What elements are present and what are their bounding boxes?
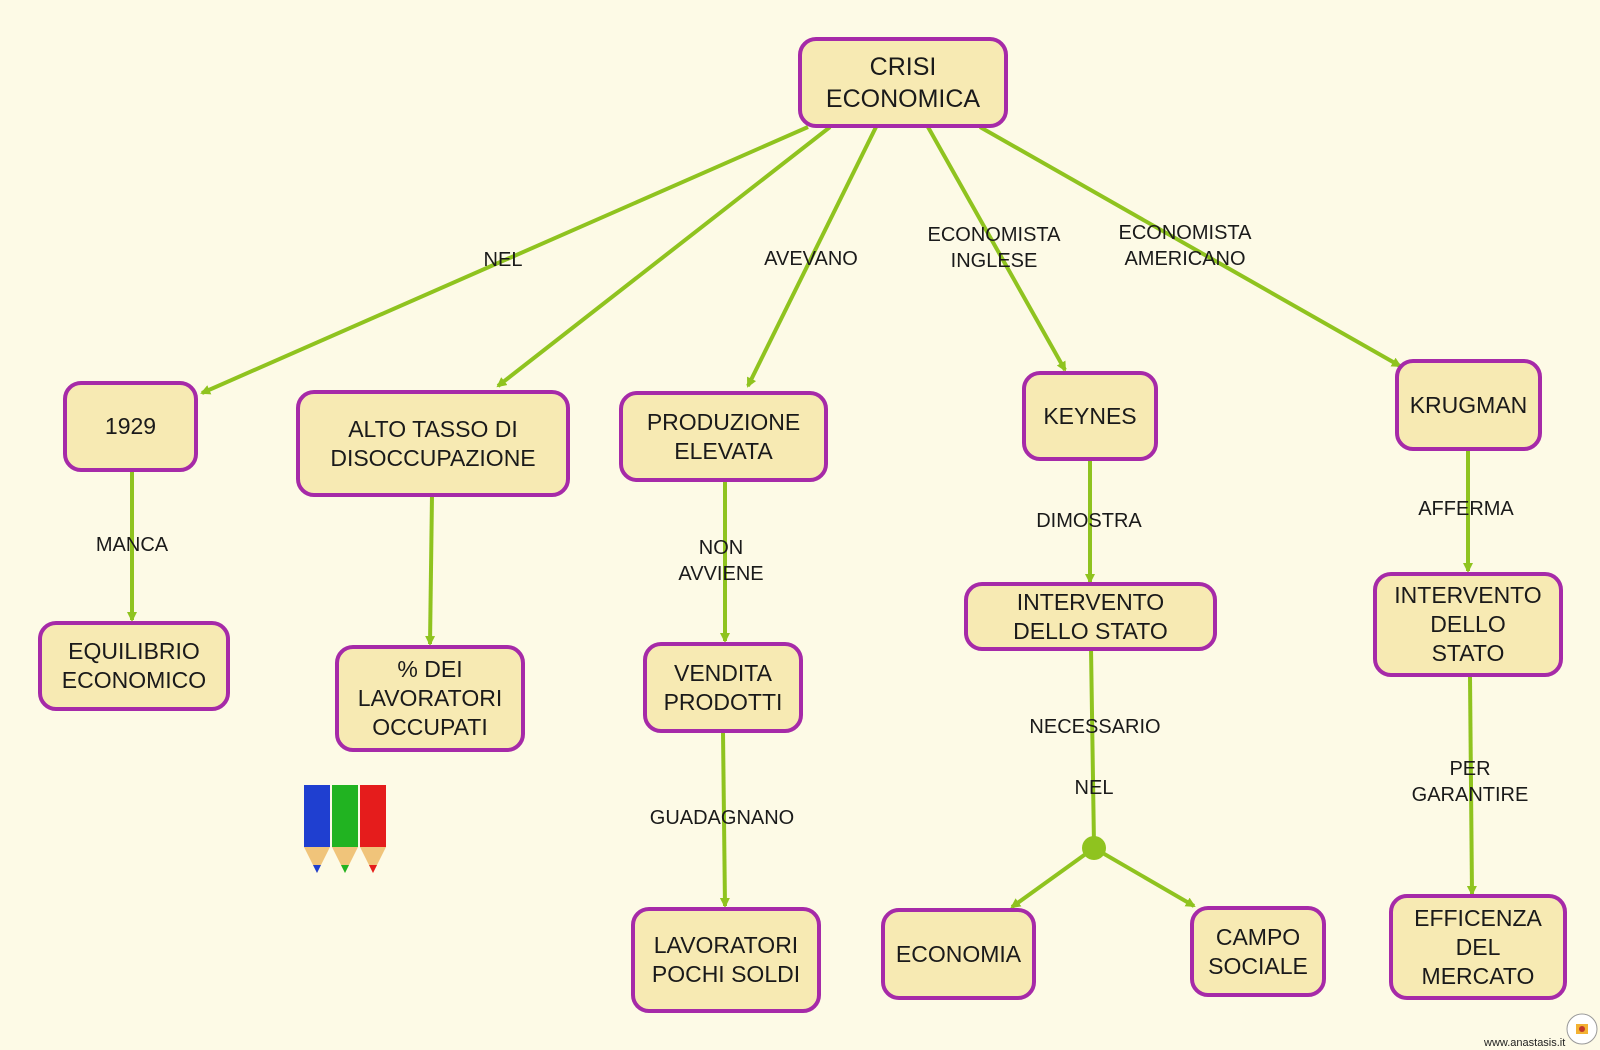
node-keynes: KEYNES (1022, 371, 1158, 461)
link-label-avevano: AVEVANO (764, 248, 858, 270)
anastasis-logo-icon (1566, 1013, 1598, 1045)
connector-intervento-efficenza (1466, 676, 1477, 896)
node-krugman: KRUGMAN (1395, 359, 1542, 451)
connector-node-campo (1092, 846, 1196, 908)
node-vendita-prodotti: VENDITA PRODOTTI (643, 642, 803, 733)
node-alto-tasso-disoccupazione: ALTO TASSO DI DISOCCUPAZIONE (296, 390, 570, 497)
link-label-economista-americano: ECONOMISTA AMERICANO (1118, 222, 1252, 270)
node-campo-sociale: CAMPO SOCIALE (1190, 906, 1326, 997)
node-equilibrio-economico: EQUILIBRIO ECONOMICO (38, 621, 230, 711)
node-produzione-elevata: PRODUZIONE ELEVATA (619, 391, 828, 482)
link-label-nel-2: NEL (1074, 777, 1114, 799)
link-label-nel: NEL (483, 249, 523, 271)
link-label-dimostra: DIMOSTRA (1036, 510, 1142, 532)
connector-vendita-lavoratori (719, 731, 730, 908)
connector-disoccupazione-occupati (425, 494, 436, 646)
connector-node-economia (1010, 846, 1096, 909)
connector-crisi-produzione (746, 126, 878, 388)
link-label-economista-inglese: ECONOMISTA INGLESE (927, 224, 1061, 272)
connector-crisi-disoccupazione (496, 125, 832, 388)
link-label-afferma: AFFERMA (1418, 498, 1514, 520)
node-crisi-economica: CRISI ECONOMICA (798, 37, 1008, 128)
connector-crisi-keynes (926, 126, 1067, 372)
branch-node (1082, 836, 1106, 860)
connector-intervento-node (1089, 647, 1096, 846)
node-1929: 1929 (63, 381, 198, 472)
connector-crisi-1929 (200, 125, 809, 395)
footer-credit: www.anastasis.it (1484, 1037, 1566, 1049)
node-efficenza-del-mercato: EFFICENZA DEL MERCATO (1389, 894, 1567, 1000)
connector-crisi-krugman (979, 125, 1402, 368)
node-economia: ECONOMIA (881, 908, 1036, 1000)
node-intervento-dello-stato-keynes: INTERVENTO DELLO STATO (964, 582, 1217, 651)
node-intervento-dello-stato-krugman: INTERVENTO DELLO STATO (1373, 572, 1563, 677)
link-label-manca: MANCA (95, 534, 169, 556)
link-label-per-garantire: PER GARANTIRE (1411, 758, 1529, 806)
node-lavoratori-occupati: % DEI LAVORATORI OCCUPATI (335, 645, 525, 752)
node-lavoratori-pochi-soldi: LAVORATORI POCHI SOLDI (631, 907, 821, 1013)
colored-pencils-icon (304, 785, 386, 873)
link-label-guadagnano: GUADAGNANO (649, 807, 795, 829)
link-label-non-avviene: NON AVVIENE (678, 537, 764, 585)
link-label-necessario: NECESSARIO (1029, 716, 1161, 738)
